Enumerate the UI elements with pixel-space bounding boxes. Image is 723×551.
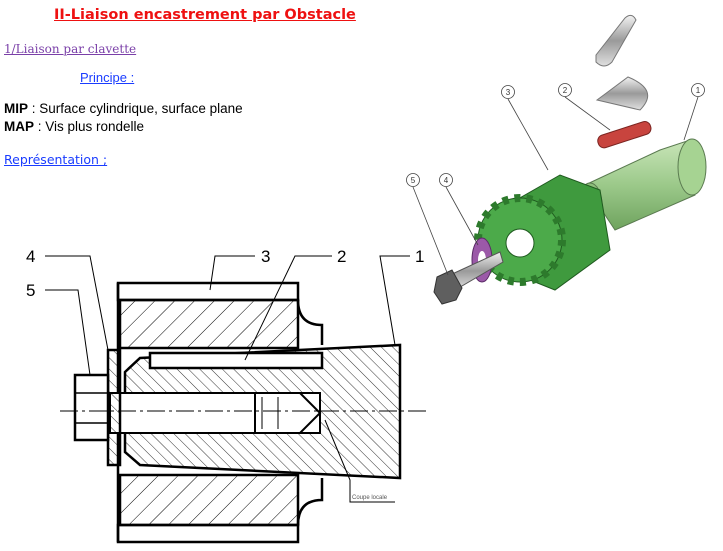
drawing-callout-1: 1 — [415, 247, 424, 266]
parallel-key-part — [595, 14, 637, 67]
map-label: MAP — [4, 119, 34, 134]
exploded-callout-2: 2 — [563, 86, 568, 95]
gear-part — [474, 174, 611, 291]
map-text: : Vis plus rondelle — [34, 119, 145, 134]
subsection-title: 1/Liaison par clavette — [4, 42, 137, 56]
principe-heading: Principe : — [80, 70, 135, 85]
exploded-callout-1: 1 — [696, 86, 701, 95]
exploded-callout-3: 3 — [506, 88, 511, 97]
section-note: Coupe locale — [352, 495, 388, 501]
mip-line: MIP : Surface cylindrique, surface plane — [4, 101, 243, 116]
exploded-callout-5: 5 — [411, 176, 416, 185]
drawing-callout-2: 2 — [337, 247, 346, 266]
section-title: II-Liaison encastrement par Obstacle — [54, 7, 356, 23]
mip-text: : Surface cylindrique, surface plane — [28, 101, 243, 116]
drawing-callout-5: 5 — [26, 281, 35, 300]
mip-label: MIP — [4, 101, 29, 116]
bolt-part — [433, 251, 504, 305]
map-line: MAP : Vis plus rondelle — [4, 119, 144, 134]
woodruff-key-part — [595, 76, 649, 111]
exploded-callout-4: 4 — [444, 176, 449, 185]
representation-heading: Représentation ; — [4, 152, 108, 167]
drawing-callout-4: 4 — [26, 247, 35, 266]
key-part — [597, 121, 652, 149]
drawing-callout-3: 3 — [261, 247, 270, 266]
